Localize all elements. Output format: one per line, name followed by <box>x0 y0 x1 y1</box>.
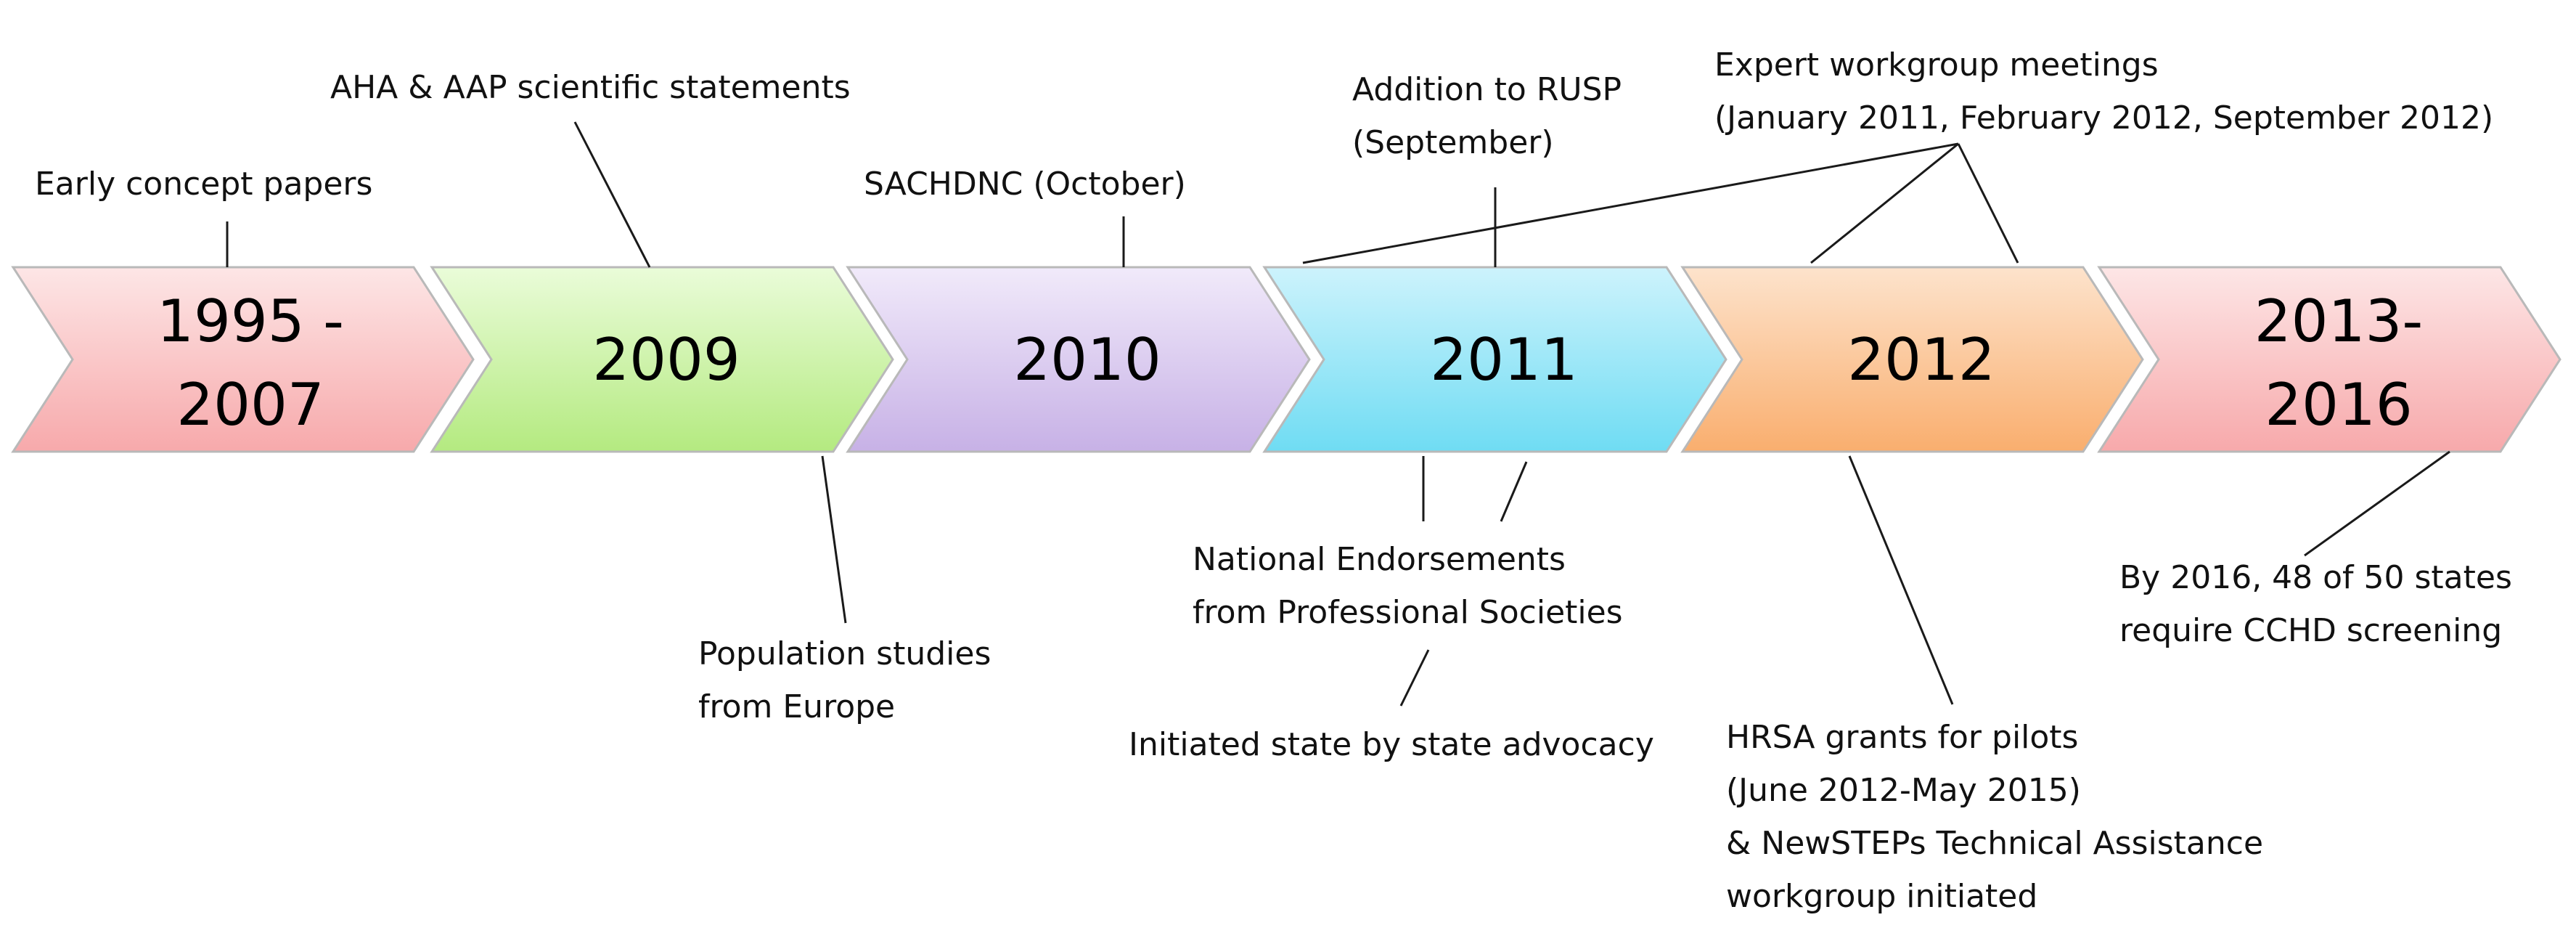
leader-by-2016 <box>2304 450 2450 557</box>
stage-arrow-2012: 2012 <box>1680 266 2144 453</box>
stage-arrow-2013-2016: 2013- 2016 <box>2097 266 2561 453</box>
note-population-line2: from Europe <box>698 688 895 725</box>
leader-aha-aap <box>573 121 651 268</box>
stage-label-2012: 2012 <box>1847 326 1995 394</box>
stage-arrow-2009: 2009 <box>430 266 894 453</box>
note-by-2016-line1: By 2016, 48 of 50 states <box>2119 559 2512 596</box>
stage-label-1995-line2: 2007 <box>176 371 324 439</box>
note-rusp-line2: (September) <box>1352 124 1554 161</box>
note-hrsa-line4: workgroup initiated <box>1726 878 2037 915</box>
stage-label-2013-line2: 2016 <box>2265 371 2413 439</box>
note-aha-aap: AHA & AAP scientific statements <box>330 69 851 106</box>
leader-expert-2012b <box>1957 143 2019 264</box>
note-population-line1: Population studies <box>698 635 991 672</box>
note-endorse-line2: from Professional Societies <box>1193 594 1623 631</box>
note-expert-line2: (January 2011, February 2012, September … <box>1714 99 2493 137</box>
leader-expert-2011 <box>1302 142 1959 264</box>
leader-hrsa <box>1848 455 1954 705</box>
leader-expert-2012a <box>1810 142 1959 264</box>
stage-label-2010: 2010 <box>1013 326 1161 394</box>
stage-label-2013-line1: 2013- <box>2254 288 2423 355</box>
stage-label-2009: 2009 <box>592 326 740 394</box>
note-sachdnc: SACHDNC (October) <box>864 166 1186 203</box>
note-hrsa-line3: & NewSTEPs Technical Assistance <box>1726 825 2263 862</box>
leader-lines <box>226 121 2450 707</box>
leader-advocacy <box>1399 649 1430 707</box>
stage-label-2011: 2011 <box>1430 326 1578 394</box>
leader-endorse-b <box>1500 461 1528 522</box>
note-rusp-line1: Addition to RUSP <box>1352 71 1622 108</box>
stage-arrow-2011: 2011 <box>1262 266 1727 453</box>
leader-population <box>821 455 847 624</box>
note-by-2016-line2: require CCHD screening <box>2119 612 2502 649</box>
note-hrsa-line2: (June 2012-May 2015) <box>1726 772 2081 809</box>
note-advocacy: Initiated state by state advocacy <box>1129 726 1654 763</box>
stage-label-1995-line1: 1995 - <box>157 288 344 355</box>
note-hrsa-line1: HRSA grants for pilots <box>1726 719 2078 756</box>
note-expert-line1: Expert workgroup meetings <box>1714 46 2159 84</box>
stage-arrow-2010: 2010 <box>846 266 1311 453</box>
stage-arrow-1995-2007: 1995 - 2007 <box>11 266 475 453</box>
note-endorse-line1: National Endorsements <box>1193 541 1566 578</box>
note-early-concept: Early concept papers <box>35 166 372 203</box>
